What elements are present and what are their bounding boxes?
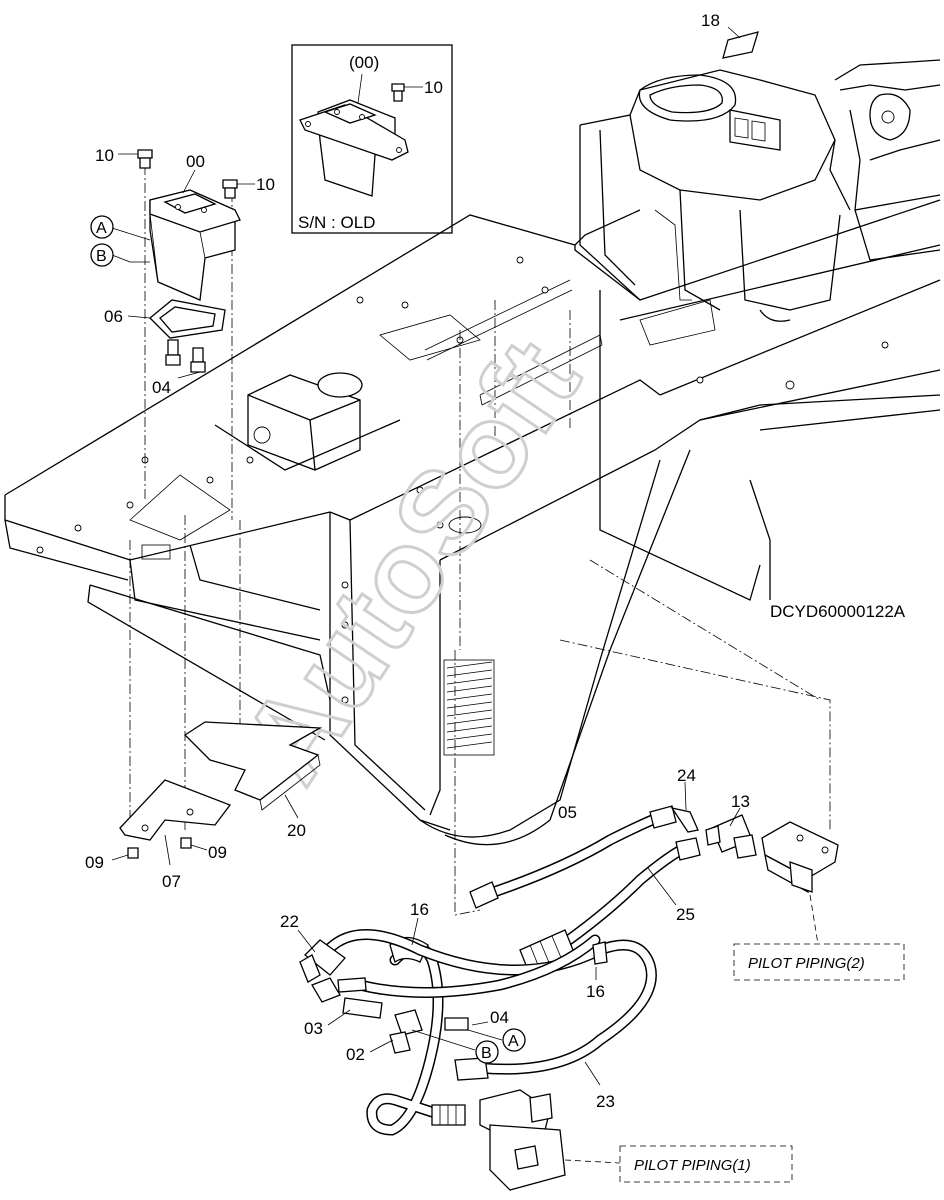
- bracket-07: [119, 779, 232, 866]
- hose-05: [469, 805, 699, 909]
- callout-24: 24: [677, 766, 696, 785]
- ref-pilot-piping-1-text: PILOT PIPING(1): [634, 1157, 751, 1174]
- callout-20: 20: [287, 821, 306, 840]
- ref-pilot-piping-2: PILOT PIPING(2): [733, 943, 905, 981]
- callout-B-marker: B: [90, 243, 114, 267]
- louvre-grille: [443, 659, 495, 756]
- callout-07: 07: [162, 872, 181, 891]
- inset-serial-note: S/N : OLD: [298, 213, 375, 232]
- pilot-valve-block-2: [761, 821, 839, 945]
- swing-motor-unit: [214, 372, 401, 471]
- hose-22-and-23: [299, 929, 657, 1081]
- callout-A-text: A: [96, 220, 107, 237]
- callout-A-marker: A: [90, 215, 114, 239]
- callout-B-lower-text: B: [481, 1045, 492, 1062]
- callout-10-left: 10: [95, 146, 114, 165]
- cab-console-drawing: [579, 59, 941, 346]
- old-serial-inset: (00) 10 S/N : OLD: [291, 44, 453, 234]
- callout-13: 13: [731, 792, 750, 811]
- callout-23: 23: [596, 1092, 615, 1111]
- callout-10-right: 10: [256, 175, 275, 194]
- callout-06: 06: [104, 307, 123, 326]
- hose-25: [519, 837, 701, 976]
- bolt-10-left: [137, 149, 153, 169]
- callout-A-lower-text: A: [508, 1033, 519, 1050]
- ref-pilot-piping-2-text: PILOT PIPING(2): [748, 955, 865, 972]
- callout-03: 03: [304, 1019, 323, 1038]
- callout-04-upper: 04: [152, 378, 171, 397]
- callout-18: 18: [701, 11, 720, 30]
- callout-02: 02: [346, 1045, 365, 1064]
- bolt-10-right: [222, 179, 238, 199]
- assembly-leader-lines: [129, 165, 831, 916]
- label-sticker-18: [722, 26, 759, 59]
- fittings-02-03-04: [337, 941, 608, 1054]
- inset-callout-00: (00): [349, 53, 379, 72]
- callout-16-right: 16: [586, 982, 605, 1001]
- callout-A-marker-lower: A: [502, 1028, 526, 1052]
- control-panel-assembly: [111, 149, 255, 379]
- callout-04-lower: 04: [490, 1008, 509, 1027]
- drawing-code: DCYD60000122A: [770, 602, 906, 621]
- callout-B-text: B: [96, 248, 107, 265]
- bolts-09: [111, 837, 208, 861]
- callout-09-right: 09: [208, 843, 227, 862]
- fitting-13: [705, 814, 757, 859]
- fittings-04: [165, 339, 206, 373]
- pilot-valve-block-1: [431, 1089, 566, 1191]
- callout-05: 05: [558, 803, 577, 822]
- callout-09-left: 09: [85, 853, 104, 872]
- callout-00: 00: [186, 152, 205, 171]
- inset-callout-10: 10: [424, 78, 443, 97]
- upper-frame-drawing: [4, 199, 941, 846]
- mat-20: [183, 721, 323, 819]
- callout-16-left: 16: [410, 900, 429, 919]
- frame-bolt-holes: [36, 256, 889, 704]
- callout-B-marker-lower: B: [475, 1040, 499, 1064]
- gasket-06: [149, 299, 226, 339]
- callout-22: 22: [280, 912, 299, 931]
- ref-pilot-piping-1: PILOT PIPING(1): [619, 1145, 793, 1183]
- callout-25: 25: [676, 905, 695, 924]
